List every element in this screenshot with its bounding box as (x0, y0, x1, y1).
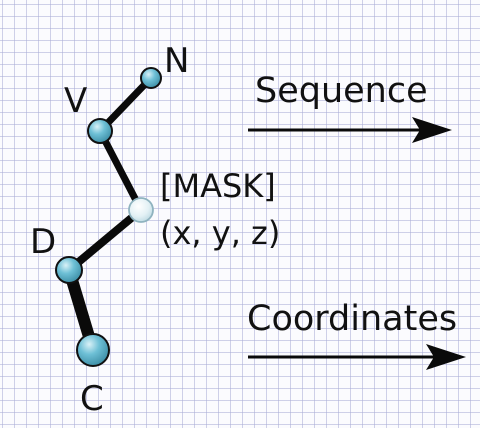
mask-token-label: [MASK] (160, 167, 276, 205)
residue-label-n: N (164, 41, 189, 81)
sequence-arrow-head (412, 117, 452, 143)
atom-v (87, 118, 113, 144)
mask-coordinate-label: (x, y, z) (160, 214, 280, 252)
residue-label-d: D (30, 222, 56, 262)
bond-mask-d (65, 206, 145, 274)
atom-masked (128, 197, 154, 223)
atom-c (76, 333, 110, 367)
coordinates-arrow-head (426, 344, 466, 370)
sequence-label: Sequence (255, 71, 428, 111)
atom-d (55, 256, 83, 284)
coordinates-label: Coordinates (247, 299, 457, 339)
residue-label-v: V (64, 81, 87, 121)
atom-n (140, 67, 162, 89)
bond-v-mask (96, 127, 145, 214)
residue-label-c: C (80, 379, 104, 419)
